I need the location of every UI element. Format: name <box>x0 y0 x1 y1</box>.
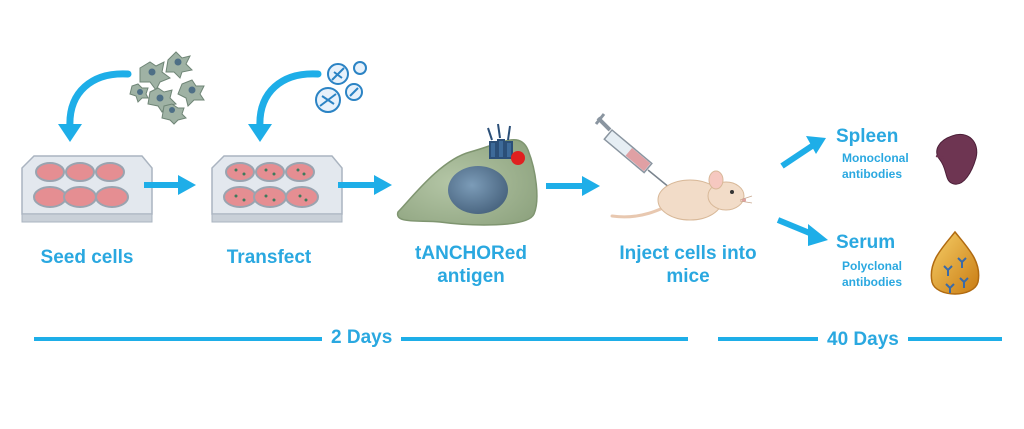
plasmid-icon <box>315 61 367 113</box>
spleen-icon <box>935 134 978 185</box>
timeline-text: 2 Days <box>331 327 393 348</box>
timeline-label-40-days: 40 Days <box>818 329 908 351</box>
arrow-to-serum <box>776 217 828 246</box>
output-sub: Polyclonal <box>842 259 903 273</box>
output-spleen: Spleen Monoclonal antibodies <box>836 126 909 182</box>
step-text-line2: antigen <box>437 266 505 287</box>
step-text: Inject cells into <box>619 243 757 264</box>
step-label-inject: Inject cells into mice <box>600 242 776 288</box>
arrow-transfect-to-antigen <box>338 175 392 195</box>
serum-drop-icon <box>930 230 980 295</box>
step-text-line2: mice <box>666 266 710 287</box>
step-text: Transfect <box>226 247 312 268</box>
well-plate-transfect <box>211 155 343 223</box>
cells-icon <box>129 51 205 125</box>
well-plate-seed <box>21 155 153 223</box>
anchored-cell-icon <box>397 123 538 226</box>
output-sub-line2: antibodies <box>842 167 903 181</box>
arrow-seed-to-transfect <box>144 175 196 195</box>
output-sub: Monoclonal <box>842 151 909 165</box>
arrow-to-spleen <box>780 136 826 169</box>
output-sub-line2: antibodies <box>842 275 903 289</box>
step-text: Seed cells <box>40 247 134 268</box>
curved-arrow-seed <box>58 70 132 142</box>
curved-arrow-transfect <box>248 70 322 142</box>
output-title: Serum <box>836 232 896 253</box>
timeline-label-2-days: 2 Days <box>322 327 402 349</box>
output-serum: Serum Polyclonal antibodies <box>836 232 902 290</box>
step-label-antigen: tANCHORed antigen <box>396 242 546 288</box>
arrow-antigen-to-inject <box>546 176 600 196</box>
output-title: Spleen <box>836 126 899 147</box>
syringe-icon <box>594 113 671 189</box>
timeline-text: 40 Days <box>827 329 899 350</box>
step-text: tANCHORed <box>415 243 527 264</box>
step-label-seed-cells: Seed cells <box>22 246 152 269</box>
step-label-transfect: Transfect <box>204 246 334 269</box>
mouse-icon <box>610 170 753 221</box>
